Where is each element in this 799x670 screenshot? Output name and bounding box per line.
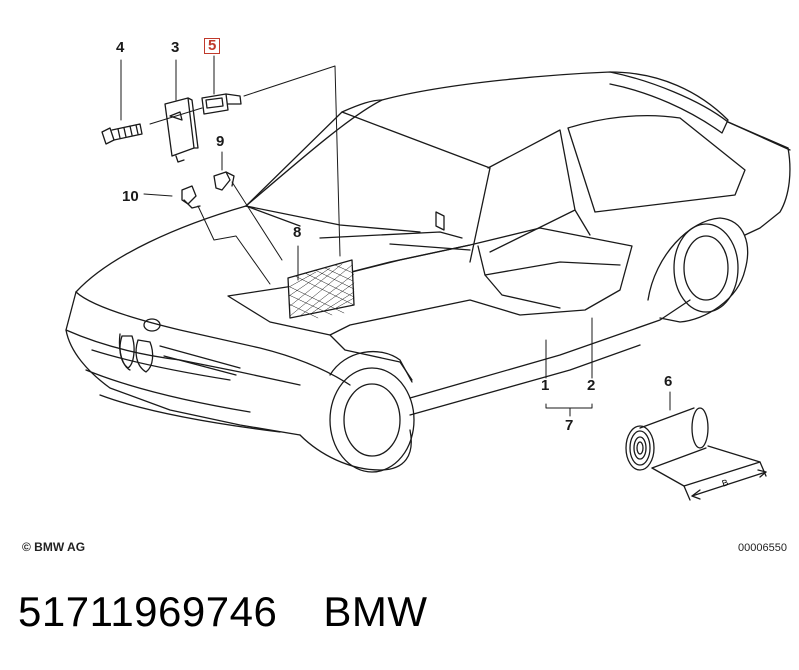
callout-5-highlighted: 5 — [204, 38, 221, 54]
cover-plate-part-3 — [164, 97, 199, 163]
insulation-roll — [625, 407, 767, 501]
callout-4: 4 — [116, 39, 125, 56]
callout-8: 8 — [293, 224, 302, 241]
clip-part-9 — [213, 171, 235, 191]
copyright-text: © BMW AG — [22, 540, 86, 554]
part-number: 51711969746 — [18, 588, 278, 635]
brand-name: BMW — [323, 588, 428, 635]
rear-wheel — [673, 223, 739, 313]
clip-part-5 — [201, 93, 242, 115]
callout-3: 3 — [171, 39, 180, 56]
leader-lines — [120, 55, 671, 417]
screw-part-4 — [101, 123, 143, 145]
floor-carpet — [227, 211, 633, 381]
diagram-id: 00006550 — [738, 542, 787, 554]
clip-part-10 — [181, 185, 201, 209]
callout-7: 7 — [565, 417, 574, 434]
callout-2: 2 — [587, 377, 596, 394]
car-body-outline — [65, 71, 791, 471]
footer-caption: 51711969746 BMW — [18, 588, 427, 636]
insulation-mat — [287, 259, 355, 319]
callout-9: 9 — [216, 133, 225, 150]
callout-10: 10 — [122, 188, 139, 205]
callout-6: 6 — [664, 373, 673, 390]
front-wheel — [329, 350, 415, 473]
callout-1: 1 — [541, 377, 550, 394]
